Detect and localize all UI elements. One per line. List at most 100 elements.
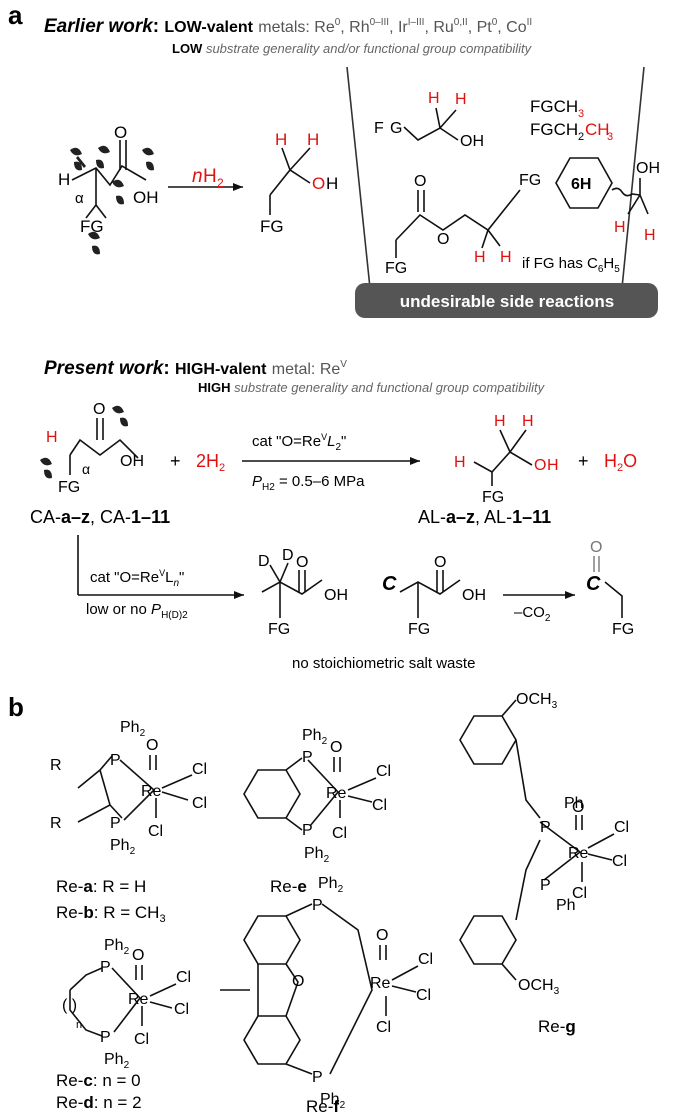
svg-text:H: H — [494, 413, 506, 430]
side-reactions-funnel: F G H H OH FGCH 3 FGCH 2 CH 3 O O FG FG … — [346, 66, 660, 318]
deuterated-acid: D D O OH FG — [258, 547, 348, 638]
svg-text:P: P — [302, 749, 313, 766]
svg-text:Cl: Cl — [134, 1031, 149, 1048]
svg-text:Re: Re — [370, 975, 391, 992]
earlier-header: Earlier work: LOW-valent metals: Re0, Rh… — [44, 16, 532, 37]
svg-text:Re: Re — [141, 783, 162, 800]
svg-text:n: n — [192, 166, 203, 187]
svg-text:OH: OH — [133, 188, 159, 207]
svg-text:Ph2: Ph2 — [302, 727, 328, 747]
h2-reagent: 2H2 — [196, 451, 225, 474]
svg-text:H: H — [275, 130, 287, 149]
svg-text:cat "O=ReVLn": cat "O=ReVLn" — [90, 568, 184, 589]
side-reactions-box — [355, 283, 658, 318]
scissors-icon — [142, 147, 154, 171]
svg-text:Cl: Cl — [192, 795, 207, 812]
svg-text:Cl: Cl — [176, 969, 191, 986]
svg-text:H: H — [500, 249, 512, 266]
label-re-g: Re-g — [538, 1017, 576, 1036]
svg-text:Re: Re — [326, 785, 347, 802]
water-product: H2O — [604, 451, 637, 474]
scissors-icon — [96, 145, 110, 169]
al-product: H H H O H FG — [454, 413, 559, 506]
scissors-icon — [70, 147, 86, 171]
svg-text:low or no PH(D)2: low or no PH(D)2 — [86, 601, 188, 621]
svg-text:P: P — [312, 1069, 323, 1086]
svg-text:O: O — [534, 457, 546, 474]
svg-text:H: H — [46, 429, 58, 446]
svg-text:D: D — [258, 553, 270, 570]
svg-text:H: H — [58, 170, 70, 189]
svg-text:OH: OH — [462, 587, 486, 604]
svg-text:O: O — [434, 554, 446, 571]
svg-text:H: H — [522, 413, 534, 430]
svg-text:P: P — [100, 1029, 111, 1046]
svg-text:OH: OH — [636, 160, 660, 177]
decarboxylation-arrow: cat "O=ReVLn" low or no PH(D)2 — [77, 535, 244, 621]
aldehyde-product: O C FG — [586, 539, 634, 638]
svg-text:R: R — [50, 757, 62, 774]
if-fg-note: if FG has C6H5 — [522, 255, 620, 275]
ca-substrate: O H α OH FG — [40, 401, 144, 496]
svg-text:FG: FG — [612, 621, 634, 638]
svg-text:OH: OH — [324, 587, 348, 604]
earlier-arrow: n H 2 — [168, 166, 243, 191]
svg-text:FG: FG — [519, 172, 541, 189]
label-re-d: Re-d: n = 2 — [56, 1093, 142, 1112]
svg-text:+: + — [578, 451, 589, 471]
svg-text:O: O — [330, 739, 342, 756]
svg-text:Cl: Cl — [332, 825, 347, 842]
svg-text:O: O — [376, 927, 388, 944]
svg-text:FGCH: FGCH — [530, 120, 578, 139]
svg-text:3: 3 — [578, 108, 584, 120]
svg-text:O: O — [437, 231, 449, 248]
svg-text:O: O — [414, 173, 426, 190]
svg-text:H: H — [326, 174, 338, 193]
svg-text:P: P — [312, 897, 323, 914]
svg-text:Cl: Cl — [376, 763, 391, 780]
svg-text:O: O — [114, 123, 127, 142]
svg-text:O: O — [312, 174, 325, 193]
svg-text:CH: CH — [585, 120, 610, 139]
svg-text:6H: 6H — [571, 176, 591, 193]
plus-sign: + — [170, 451, 181, 471]
scissors-icon — [112, 179, 124, 205]
ca-label: CA-a–z, CA-1–11 — [30, 507, 170, 527]
svg-text:Cl: Cl — [376, 1019, 391, 1036]
svg-text:P: P — [100, 959, 111, 976]
svg-text:Ph2: Ph2 — [320, 1091, 346, 1111]
svg-text:Cl: Cl — [416, 987, 431, 1004]
svg-text:Ph2: Ph2 — [104, 1051, 130, 1071]
svg-text:Re: Re — [128, 991, 149, 1008]
scissors-icon — [112, 405, 128, 427]
co2-arrow: –CO2 — [503, 591, 575, 624]
svg-text:H: H — [614, 219, 626, 236]
svg-text:cat "O=ReVL2": cat "O=ReVL2" — [252, 432, 346, 453]
svg-text:O: O — [146, 737, 158, 754]
svg-text:Cl: Cl — [572, 885, 587, 902]
label-re-a: Re-a: R = H — [56, 877, 146, 896]
svg-text:P: P — [540, 877, 551, 894]
complex-re-g: OCH3 P P Ph Ph O Re Cl Cl Cl OCH3 — [459, 691, 629, 997]
svg-text:OH: OH — [120, 453, 144, 470]
svg-text:α: α — [82, 461, 90, 477]
label-re-b: Re-b: R = CH3 — [56, 903, 166, 925]
svg-text:FG: FG — [80, 217, 104, 236]
no-salt-note: no stoichiometric salt waste — [292, 655, 475, 672]
svg-text:Cl: Cl — [192, 761, 207, 778]
svg-text:PH2 = 0.5–6 MPa: PH2 = 0.5–6 MPa — [252, 473, 365, 493]
svg-text:O: O — [296, 554, 308, 571]
earlier-substrate: H α O OH FG — [58, 123, 159, 255]
svg-text:FG: FG — [385, 260, 407, 277]
svg-text:O: O — [572, 799, 584, 816]
al-label: AL-a–z, AL-1–11 — [418, 507, 551, 527]
svg-text:F: F — [374, 120, 384, 137]
svg-text:Cl: Cl — [612, 853, 627, 870]
svg-text:O: O — [292, 973, 304, 990]
svg-text:Ph2: Ph2 — [120, 719, 146, 739]
svg-text:2: 2 — [217, 176, 224, 190]
svg-text:H: H — [644, 227, 656, 244]
side-reactions-label: undesirable side reactions — [400, 292, 614, 311]
complex-re-c-d: ( ) n P P Ph2 Ph2 O Re Cl Cl Cl — [62, 937, 191, 1071]
